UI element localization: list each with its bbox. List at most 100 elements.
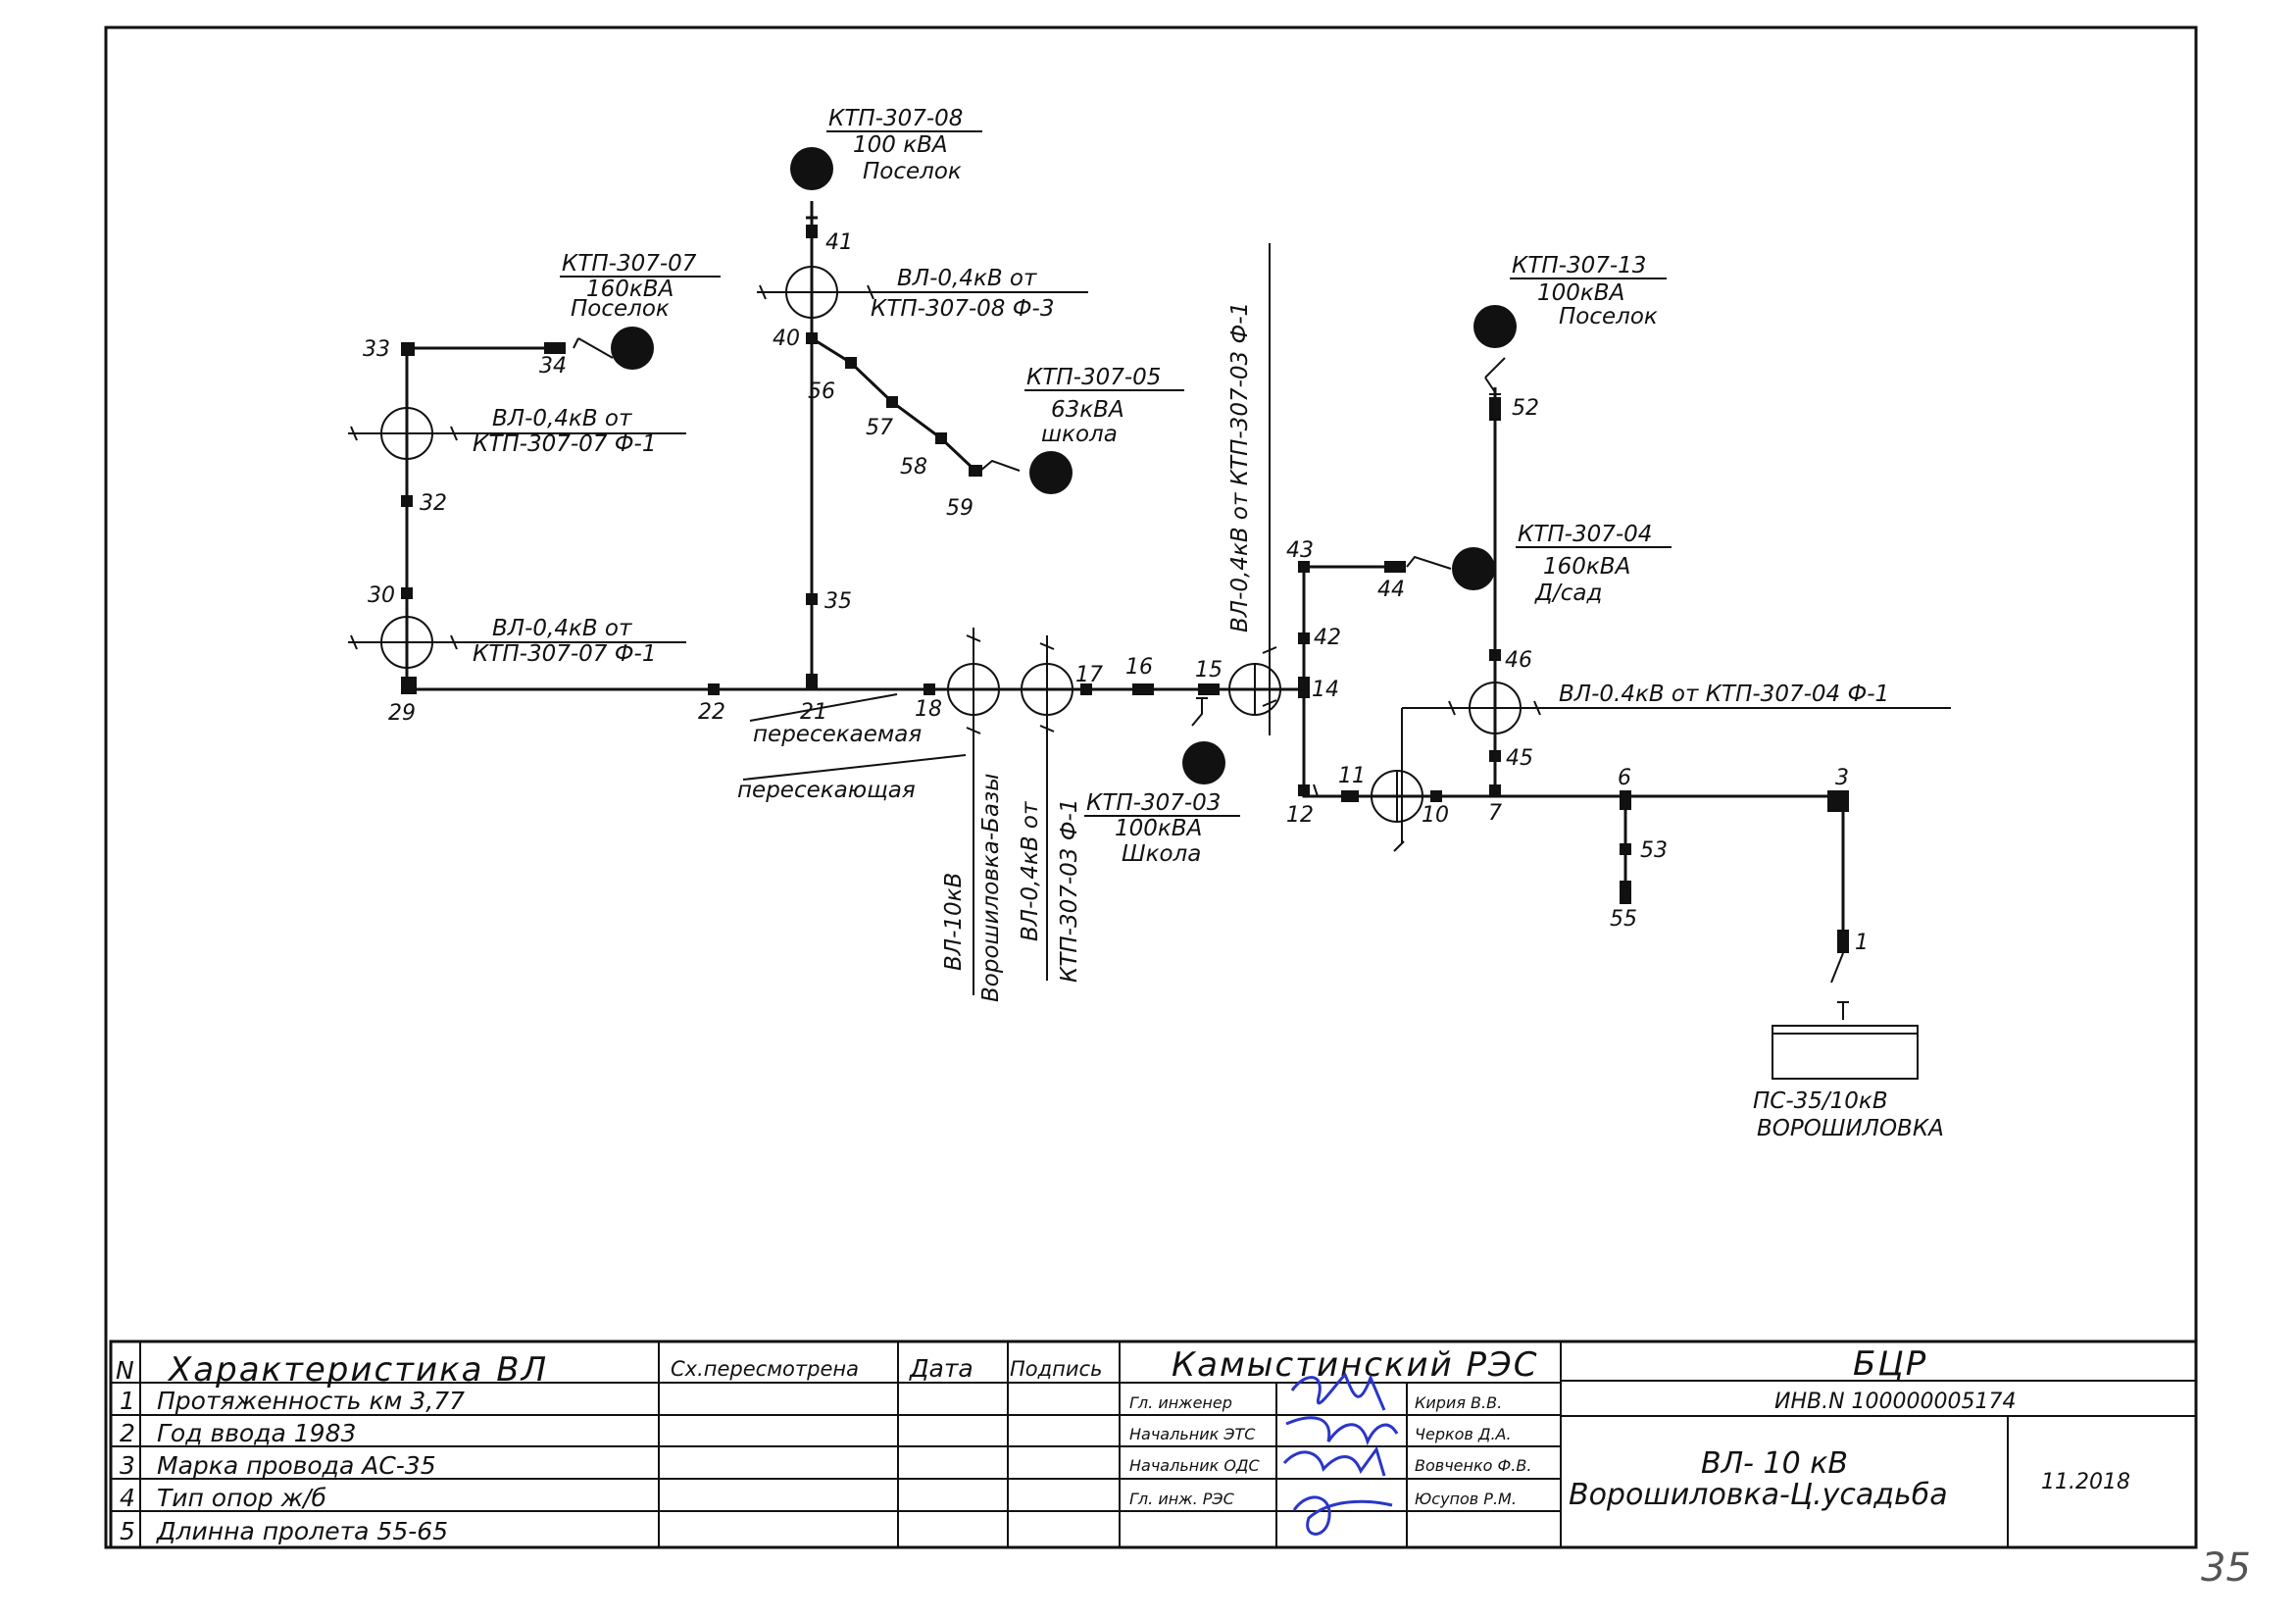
ktp-307-07-label: КТП-307-07 160кВА Поселок (560, 251, 721, 322)
svg-text:44: 44 (1377, 578, 1405, 602)
svg-text:КТП-307-04: КТП-307-04 (1518, 522, 1652, 547)
page-number: 35 (2201, 1545, 2251, 1591)
svg-text:56: 56 (808, 379, 835, 404)
svg-text:41: 41 (825, 230, 853, 255)
svg-text:11: 11 (1338, 764, 1366, 788)
svg-text:30: 30 (368, 583, 395, 608)
svg-text:ВЛ- 10 кВ: ВЛ- 10 кВ (1701, 1446, 1848, 1481)
svg-text:Сх.пересмотрена: Сх.пересмотрена (671, 1357, 859, 1381)
ktp-307-05-symbol (1029, 451, 1073, 494)
ktp-307-03-label: КТП-307-03 100кВА Школа (1084, 790, 1240, 867)
crossing-label-08: ВЛ-0,4кВ от КТП-307-08 Ф-3 (863, 266, 1088, 322)
svg-text:45: 45 (1506, 746, 1533, 771)
svg-text:Ворошиловка-Ц.усадьба: Ворошиловка-Ц.усадьба (1569, 1478, 1948, 1512)
svg-text:10: 10 (1422, 803, 1449, 828)
pole-markers (401, 225, 1849, 953)
svg-text:17: 17 (1075, 663, 1103, 687)
svg-text:100 кВА: 100 кВА (853, 132, 948, 158)
svg-text:ИНВ.N 100000005174: ИНВ.N 100000005174 (1774, 1390, 2017, 1414)
svg-text:Начальник ОДС: Начальник ОДС (1129, 1456, 1260, 1475)
svg-text:КТП-307-07 Ф-1: КТП-307-07 Ф-1 (473, 641, 656, 667)
ktp-307-08-symbol (790, 147, 833, 190)
crossing-line-label: пересекающая (737, 778, 916, 803)
svg-text:Юсупов Р.М.: Юсупов Р.М. (1415, 1490, 1517, 1508)
svg-text:Протяженность км 3,77: Протяженность км 3,77 (157, 1387, 465, 1415)
svg-text:59: 59 (946, 496, 973, 521)
disconnectors (573, 201, 1849, 1020)
svg-text:53: 53 (1640, 838, 1668, 863)
svg-text:40: 40 (773, 327, 800, 351)
svg-text:Камыстинский РЭС: Камыстинский РЭС (1172, 1345, 1539, 1385)
svg-text:КТП-307-05: КТП-307-05 (1026, 365, 1161, 390)
svg-text:29: 29 (388, 701, 416, 726)
crossing-symbols (380, 266, 1522, 823)
svg-text:Поселок: Поселок (571, 296, 670, 322)
svg-text:33: 33 (363, 337, 390, 362)
svg-text:Кирия В.В.: Кирия В.В. (1415, 1393, 1502, 1412)
signatures (1282, 1372, 1399, 1536)
svg-text:57: 57 (866, 416, 893, 440)
svg-text:ВЛ-0.4кВ от КТП-307-04 Ф-1: ВЛ-0.4кВ от КТП-307-04 Ф-1 (1559, 682, 1889, 707)
svg-text:1: 1 (120, 1387, 135, 1415)
svg-text:ВЛ-0,4кВ от: ВЛ-0,4кВ от (1018, 801, 1043, 941)
svg-text:Марка провода АС-35: Марка провода АС-35 (157, 1451, 436, 1480)
svg-text:ВЛ-0,4кВ от: ВЛ-0,4кВ от (492, 616, 632, 641)
ktp-307-13-symbol (1473, 305, 1517, 348)
svg-text:46: 46 (1505, 648, 1532, 673)
ktp-307-05-label: КТП-307-05 63кВА школа (1024, 365, 1184, 447)
svg-text:школа: школа (1041, 422, 1118, 447)
crossing-label-04: ВЛ-0.4кВ от КТП-307-04 Ф-1 (1559, 682, 1889, 707)
svg-text:15: 15 (1195, 658, 1223, 683)
svg-text:63кВА: 63кВА (1051, 397, 1124, 423)
svg-text:100кВА: 100кВА (1537, 280, 1624, 306)
svg-text:4: 4 (120, 1484, 135, 1512)
svg-text:ВЛ-0,4кВ от: ВЛ-0,4кВ от (897, 266, 1037, 291)
svg-text:Тип опор ж/б: Тип опор ж/б (157, 1484, 326, 1512)
svg-text:БЦР: БЦР (1853, 1344, 1927, 1384)
svg-text:3: 3 (1835, 766, 1849, 790)
svg-text:16: 16 (1125, 655, 1153, 680)
svg-text:КТП-307-08 Ф-3: КТП-307-08 Ф-3 (871, 296, 1054, 322)
svg-text:Школа: Школа (1122, 841, 1201, 867)
svg-text:Длинна пролета 55-65: Длинна пролета 55-65 (156, 1517, 448, 1545)
svg-text:Начальник ЭТС: Начальник ЭТС (1129, 1425, 1256, 1443)
crossing-label-bazy: ВЛ-10кВ Ворошиловка-Базы (941, 774, 1004, 1002)
svg-text:Ворошиловка-Базы: Ворошиловка-Базы (978, 774, 1004, 1002)
svg-text:7: 7 (1488, 801, 1502, 826)
svg-text:Гл. инженер: Гл. инженер (1129, 1393, 1232, 1412)
svg-text:ВЛ-10кВ: ВЛ-10кВ (941, 873, 967, 971)
title-block: N Характеристика ВЛ 1 Протяженность км 3… (109, 1340, 2198, 1549)
svg-text:52: 52 (1512, 396, 1539, 421)
ktp-307-13-label: КТП-307-13 100кВА Поселок (1510, 253, 1667, 329)
svg-text:58: 58 (900, 455, 927, 480)
svg-text:Гл. инж. РЭС: Гл. инж. РЭС (1129, 1490, 1235, 1508)
svg-text:14: 14 (1312, 678, 1339, 702)
svg-text:Год ввода 1983: Год ввода 1983 (157, 1419, 356, 1447)
svg-text:Вовченко Ф.В.: Вовченко Ф.В. (1415, 1456, 1531, 1475)
crossing-label-03-lower: ВЛ-0,4кВ от КТП-307-03 Ф-1 (1018, 799, 1082, 983)
svg-text:160кВА: 160кВА (586, 277, 674, 302)
svg-text:55: 55 (1610, 907, 1637, 932)
svg-text:КТП-307-13: КТП-307-13 (1512, 253, 1646, 278)
ktp-307-08-label: КТП-307-08 100 кВА Поселок (826, 106, 982, 184)
svg-text:КТП-307-08: КТП-307-08 (828, 106, 963, 131)
ktp-307-04-symbol (1452, 547, 1495, 590)
svg-text:35: 35 (824, 589, 852, 614)
svg-text:18: 18 (915, 697, 942, 722)
svg-text:ВЛ-0,4кВ от КТП-307-03 Ф-1: ВЛ-0,4кВ от КТП-307-03 Ф-1 (1227, 302, 1253, 632)
crossing-label-03-vertical: ВЛ-0,4кВ от КТП-307-03 Ф-1 (1227, 302, 1253, 632)
svg-text:Черков Д.А.: Черков Д.А. (1415, 1425, 1512, 1443)
svg-text:22: 22 (698, 700, 725, 725)
substation-label: ПС-35/10кВ ВОРОШИЛОВКА (1753, 1088, 1944, 1141)
svg-text:1: 1 (1855, 931, 1869, 955)
svg-text:N: N (116, 1356, 134, 1385)
svg-text:6: 6 (1618, 766, 1631, 790)
svg-text:КТП-307-07 Ф-1: КТП-307-07 Ф-1 (473, 431, 656, 457)
svg-text:КТП-307-03: КТП-307-03 (1086, 790, 1221, 816)
svg-text:3: 3 (120, 1451, 135, 1480)
svg-text:КТП-307-07: КТП-307-07 (562, 251, 697, 277)
crossing-label-07-lower: ВЛ-0,4кВ от КТП-307-07 Ф-1 (473, 616, 656, 667)
svg-text:Поселок: Поселок (1559, 304, 1658, 329)
svg-text:Д/сад: Д/сад (1534, 581, 1602, 606)
